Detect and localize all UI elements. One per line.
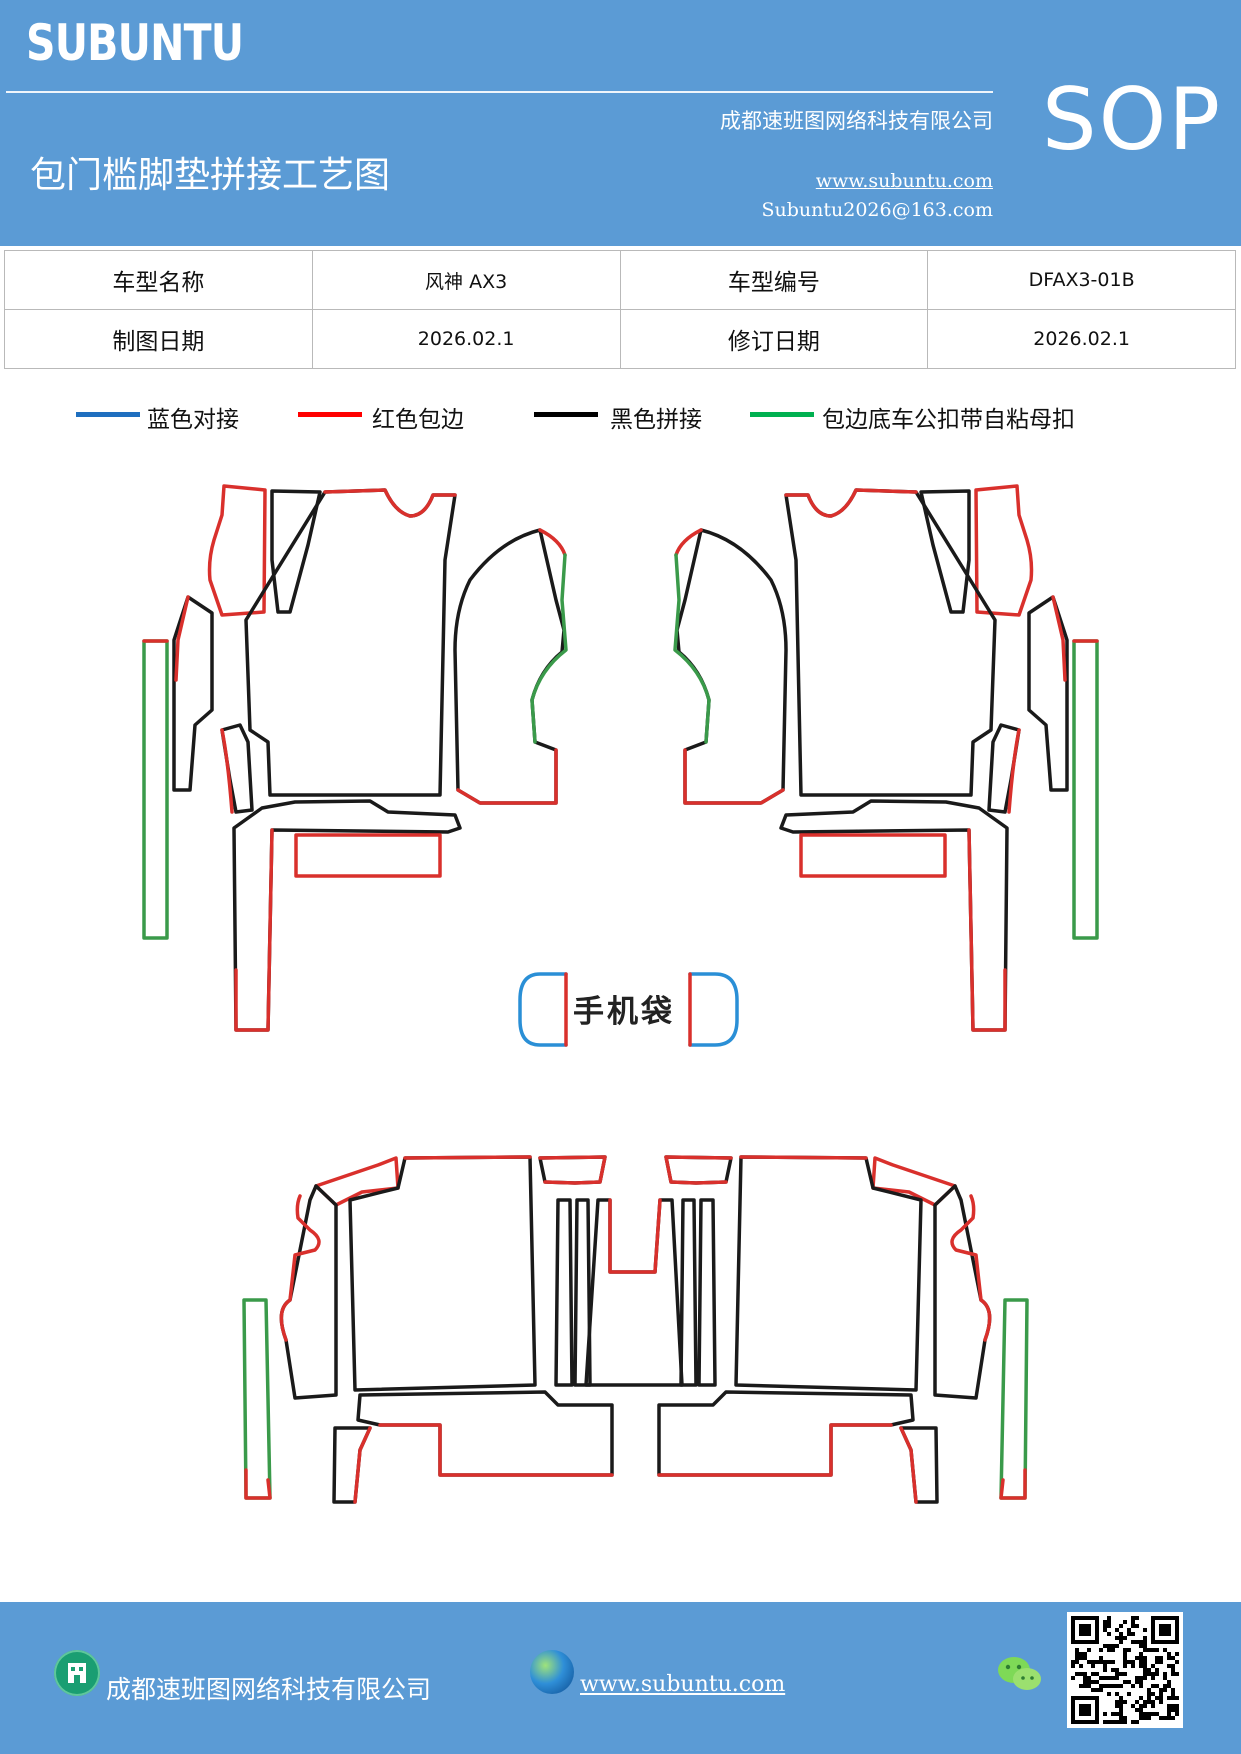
legend-label-red: 红色包边 — [372, 407, 464, 433]
globe-icon — [530, 1650, 574, 1694]
phone-pocket-label: 手机袋 — [573, 994, 675, 1030]
drawing-date-label: 制图日期 — [4, 309, 313, 369]
sop-badge: SOP — [1042, 70, 1223, 170]
qr-code — [1067, 1612, 1183, 1728]
mat-piece — [244, 1468, 272, 1500]
mat-piece — [353, 1426, 372, 1504]
footer-company-name: 成都速班图网络科技有限公司 — [106, 1675, 432, 1704]
mat-piece — [950, 1194, 992, 1342]
footer-website-link[interactable]: www.subuntu.com — [580, 1672, 786, 1697]
phone-pocket-left — [518, 972, 568, 1047]
phone-pocket-pieces — [518, 972, 739, 1047]
mat-piece — [664, 1155, 733, 1185]
mat-piece — [1027, 595, 1069, 792]
mat-piece — [1007, 728, 1021, 814]
revision-date-label: 修订日期 — [619, 309, 929, 369]
mat-piece — [538, 1155, 607, 1185]
mat-piece — [378, 1423, 614, 1477]
mat-piece — [657, 1390, 915, 1477]
mat-piece — [234, 828, 274, 1032]
mat-piece — [999, 1468, 1027, 1500]
mat-piece — [142, 639, 169, 940]
header-banner: SUBUNTU SOP 成都速班图网络科技有限公司 包门槛脚垫拼接工艺图 www… — [0, 0, 1241, 246]
mat-piece — [172, 595, 214, 792]
mat-piece — [673, 553, 711, 744]
mat-piece — [207, 484, 267, 617]
mat-piece — [220, 728, 234, 814]
vehicle-info-table: 车型名称 风神 AX3 车型编号 DFAX3-01B 制图日期 2026.02.… — [4, 250, 1236, 369]
revision-date-value: 2026.02.1 — [927, 309, 1236, 369]
legend-swatch-green — [750, 412, 814, 417]
mat-piece — [739, 1155, 868, 1160]
header-company-name: 成都速班图网络科技有限公司 — [720, 109, 993, 133]
mat-piece — [608, 1198, 662, 1274]
brand-logo: SUBUNTU — [26, 14, 244, 72]
wechat-icon[interactable] — [996, 1654, 1044, 1694]
legend-label-black: 黑色拼接 — [610, 407, 702, 433]
legend-swatch-red — [298, 412, 362, 417]
mat-piece — [697, 1198, 717, 1387]
mat-piece — [734, 1155, 923, 1392]
header-email: Subuntu2026@163.com — [761, 199, 993, 221]
mat-piece — [799, 833, 947, 878]
mat-piece — [664, 1155, 733, 1185]
mat-piece — [294, 833, 442, 878]
mat-piece — [538, 1155, 607, 1185]
mat-piece — [538, 528, 567, 557]
mat-piece — [323, 488, 457, 518]
mat-piece — [784, 488, 918, 518]
mat-piece — [348, 1155, 537, 1392]
mat-piece — [530, 553, 568, 744]
mat-piece — [244, 488, 457, 797]
front-left-mats — [142, 484, 568, 1032]
header-website-link[interactable]: www.subuntu.com — [815, 170, 993, 192]
mat-piece — [967, 828, 1007, 1032]
color-legend: 蓝色对接 红色包边 黑色拼接 包边底车公扣带自粘母扣 — [0, 398, 1241, 438]
building-icon — [54, 1650, 100, 1696]
drawing-date-value: 2026.02.1 — [311, 309, 621, 369]
mat-piece — [356, 1390, 614, 1477]
mat-piece — [999, 1298, 1029, 1500]
header-divider — [6, 91, 993, 93]
table-row: 车型名称 风神 AX3 车型编号 DFAX3-01B — [4, 250, 1236, 310]
mat-splicing-diagram — [142, 484, 1099, 1504]
mat-piece — [784, 488, 997, 797]
footer-banner: 成都速班图网络科技有限公司 www.subuntu.com — [0, 1602, 1241, 1754]
mat-piece — [679, 1198, 698, 1387]
phone-pocket-right — [688, 972, 739, 1047]
mat-piece — [403, 1155, 532, 1160]
mat-piece — [270, 489, 322, 614]
mat-piece — [554, 1198, 574, 1387]
mat-piece — [584, 1198, 684, 1387]
mat-piece — [1072, 639, 1099, 940]
mat-piece — [456, 748, 558, 805]
rear-mats — [242, 1155, 1029, 1504]
table-row: 制图日期 2026.02.1 修订日期 2026.02.1 — [4, 309, 1236, 369]
legend-swatch-blue — [76, 412, 140, 417]
legend-label-green: 包边底车公扣带自粘母扣 — [822, 407, 1075, 433]
mat-piece — [242, 1298, 272, 1500]
model-code-value: DFAX3-01B — [927, 250, 1236, 310]
legend-label-blue: 蓝色对接 — [147, 407, 239, 433]
mat-piece — [974, 484, 1034, 617]
model-name-label: 车型名称 — [4, 250, 313, 310]
mat-piece — [657, 1423, 893, 1477]
model-name-value: 风神 AX3 — [311, 250, 621, 310]
document-title: 包门槛脚垫拼接工艺图 — [30, 155, 391, 196]
mat-piece — [919, 489, 971, 614]
mat-piece — [1051, 595, 1067, 682]
legend-swatch-black — [534, 412, 598, 417]
mat-piece — [674, 528, 703, 557]
mat-piece — [899, 1426, 918, 1504]
model-code-label: 车型编号 — [619, 250, 929, 310]
mat-piece — [683, 748, 785, 805]
front-right-mats — [673, 484, 1099, 1032]
mat-piece — [174, 595, 190, 682]
mat-piece — [279, 1194, 321, 1342]
